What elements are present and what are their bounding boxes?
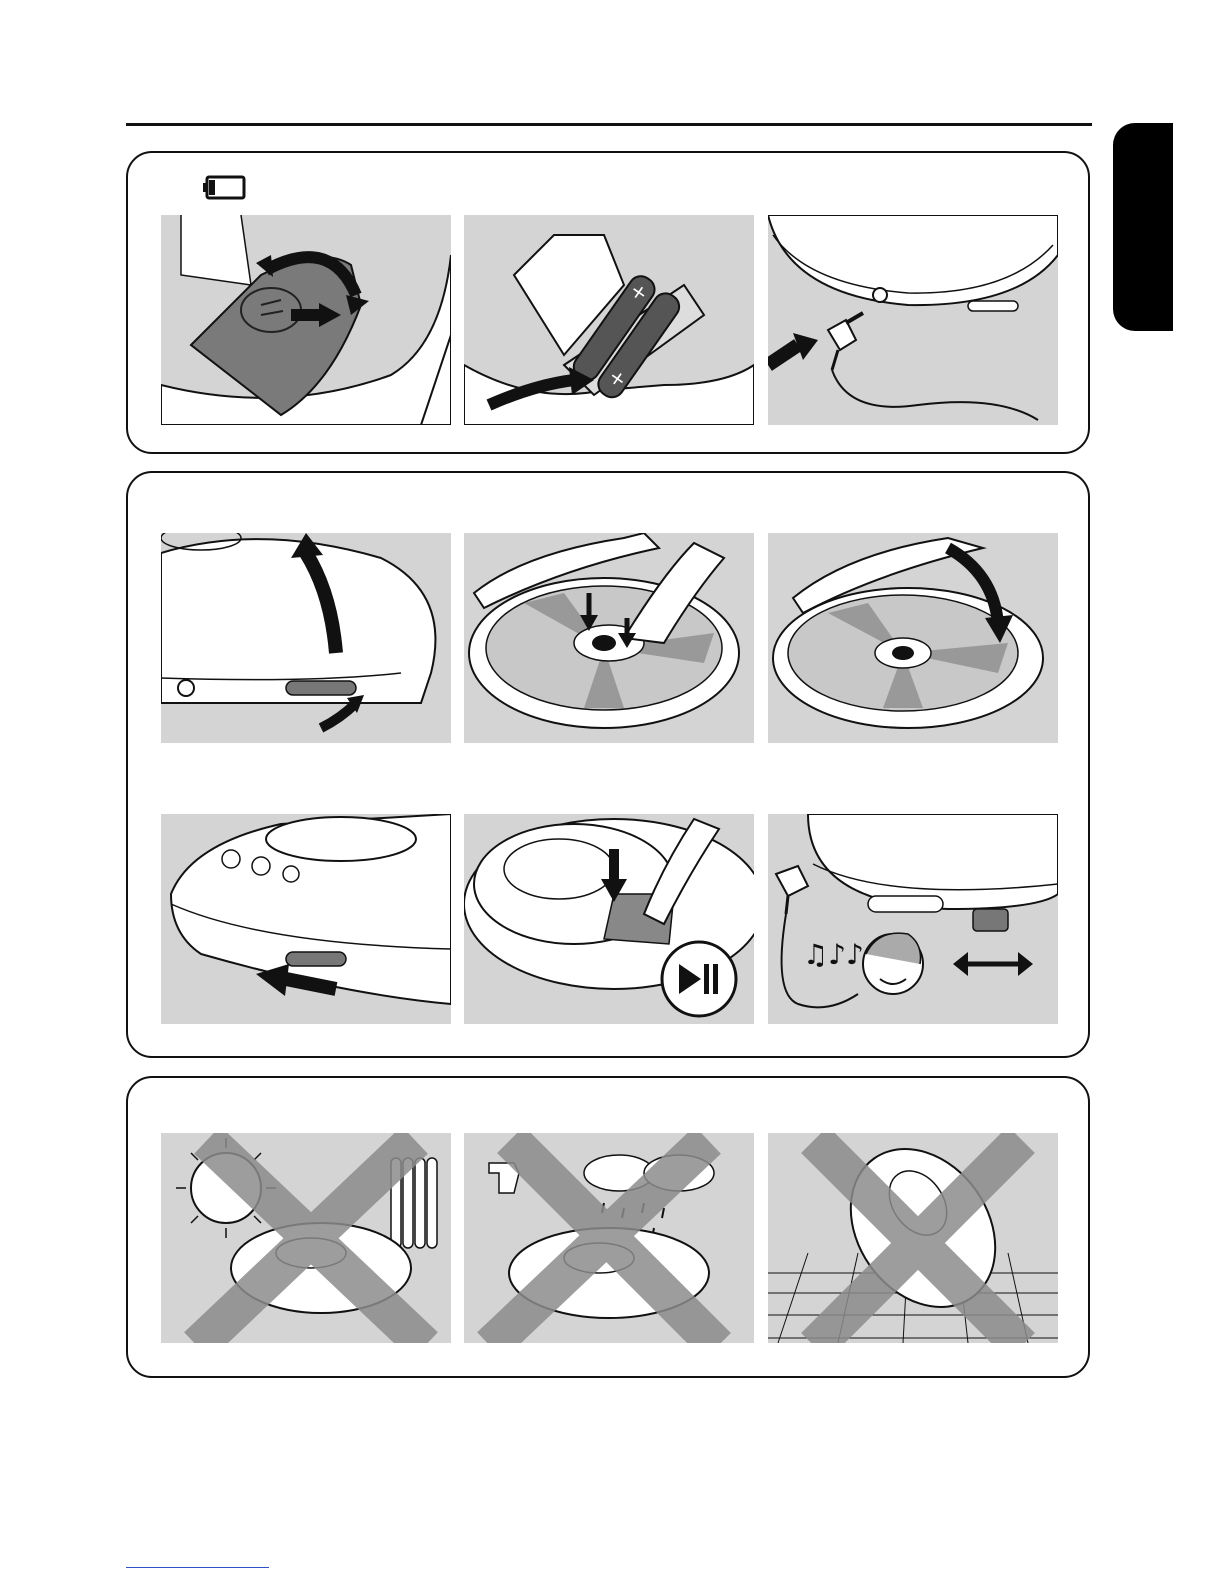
open-battery-door-illustration <box>161 215 451 425</box>
header-rule <box>126 123 1092 126</box>
no-heat-or-sun-illustration <box>161 1133 451 1343</box>
battery-low-icon <box>202 175 246 200</box>
insert-batteries-illustration: + + <box>464 215 754 425</box>
care-panel <box>126 1076 1090 1378</box>
svg-text:♫♪♪: ♫♪♪ <box>803 938 864 971</box>
footer-link-underline <box>126 1567 269 1568</box>
listen-adjust-volume-illustration: ♫♪♪ <box>768 814 1058 1024</box>
connect-headphones-illustration <box>768 215 1058 425</box>
insert-disc-illustration <box>464 533 754 743</box>
slide-hold-switch-illustration <box>161 814 451 1024</box>
press-play-pause-illustration <box>464 814 754 1024</box>
language-tab <box>1113 123 1173 331</box>
no-water-or-rain-illustration <box>464 1133 754 1343</box>
power-supply-panel: + + <box>126 151 1090 454</box>
open-lid-illustration <box>161 533 451 743</box>
close-lid-illustration <box>768 533 1058 743</box>
playback-panel: ♫♪♪ <box>126 471 1090 1058</box>
do-not-drop-illustration <box>768 1133 1058 1343</box>
